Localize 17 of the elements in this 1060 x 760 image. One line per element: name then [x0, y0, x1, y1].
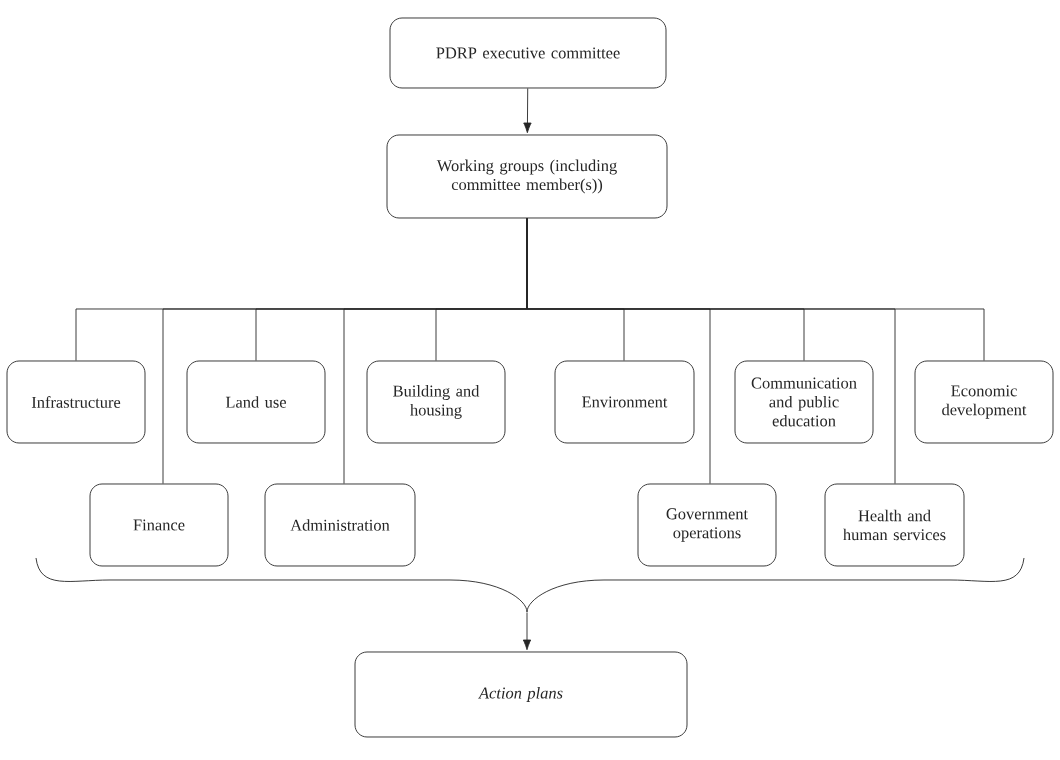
- process-box: PDRP executive committee: [389, 17, 667, 89]
- process-box: Building and housing: [366, 360, 506, 444]
- process-box: Economic development: [914, 360, 1054, 444]
- process-box: Health and human services: [824, 483, 965, 567]
- connector: [526, 218, 985, 361]
- connector: [523, 88, 532, 134]
- process-box: Land use: [186, 360, 326, 444]
- process-box: Infrastructure: [6, 360, 146, 444]
- bracket: [35, 557, 1025, 613]
- process-box: Communication and public education: [734, 360, 874, 444]
- process-box: Finance: [89, 483, 229, 567]
- process-box: Government operations: [637, 483, 777, 567]
- process-box: Administration: [264, 483, 416, 567]
- process-box: Environment: [554, 360, 695, 444]
- connector: [522, 612, 532, 651]
- process-box: Action plans: [354, 651, 688, 738]
- process-box: Working groups (including committee member(s)): [386, 134, 668, 219]
